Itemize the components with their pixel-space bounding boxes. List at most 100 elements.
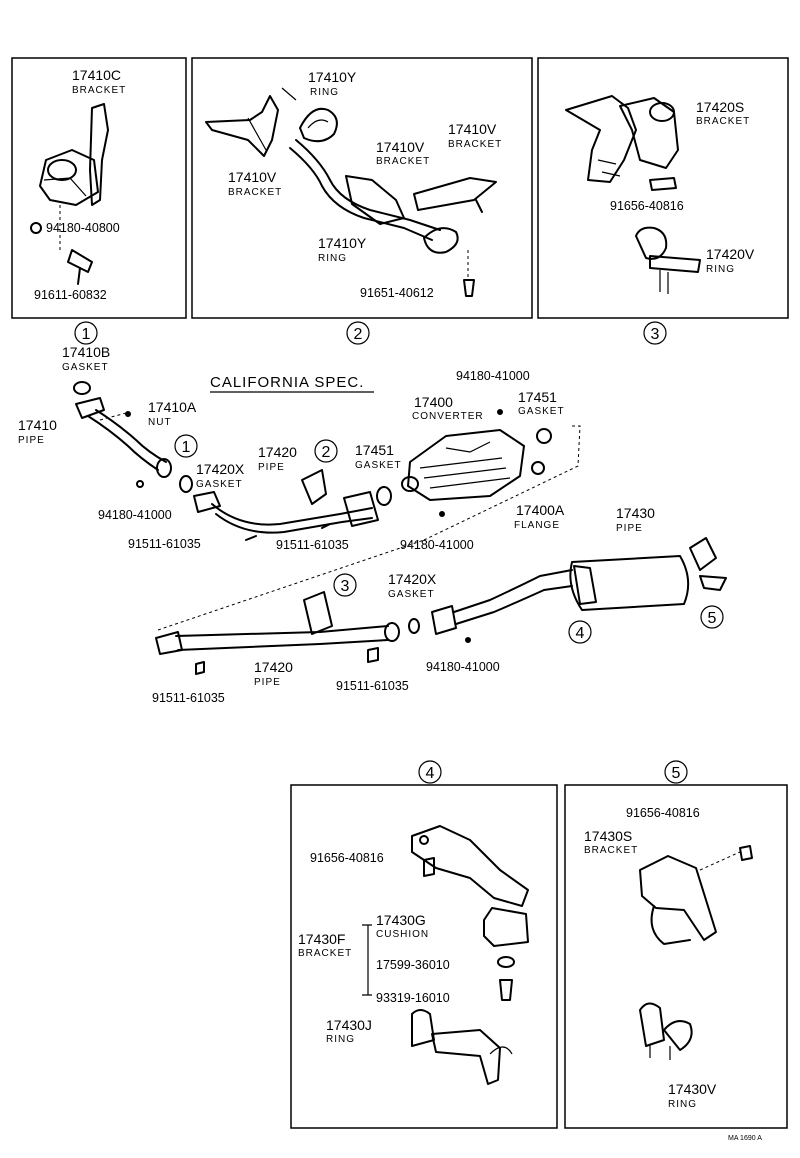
box5-part-number-3: 17430V [668, 1081, 717, 1097]
circle-marker-2-main: 2 [314, 439, 338, 463]
circle-marker-3-main: 3 [333, 573, 357, 597]
nut-17410a-number: 17410A [148, 399, 197, 415]
detail-box-2 [191, 57, 533, 319]
box3-part-number-1: 17420S [696, 99, 744, 115]
gasket-17420x-a-name: GASKET [196, 479, 243, 490]
detail-box-5 [564, 784, 788, 1129]
california-spec-title: CALIFORNIA SPEC. [210, 374, 364, 391]
gasket-17451-b-number: 17451 [518, 389, 557, 405]
box2-part-number-1: 17410Y [308, 69, 357, 85]
box2-part-name-4: BRACKET [228, 187, 282, 198]
box5-part-number-2: 17430S [584, 828, 632, 844]
tail-pipe-muffler-17430-drawing [431, 537, 727, 643]
center-pipe-17420-drawing [155, 591, 420, 675]
box1-part-name-1: BRACKET [72, 85, 126, 96]
svg-text:2: 2 [354, 326, 363, 343]
gasket-17410b-number: 17410B [62, 344, 110, 360]
box1-part-number-2: 94180-40800 [46, 221, 120, 235]
nut-17410a-name: NUT [148, 417, 172, 428]
box4-part-number-6: 17430J [326, 1017, 372, 1033]
flange-17400a-name: FLANGE [514, 520, 560, 531]
svg-text:3: 3 [341, 578, 350, 595]
front-pipe-17420-drawing [193, 469, 392, 541]
flange-17400a-number: 17400A [516, 502, 565, 518]
bolt-91511-61035-d: 91511-61035 [336, 679, 409, 693]
box2-part-number-3: 17410V [376, 139, 425, 155]
detail-box-1 [11, 57, 187, 319]
svg-text:1: 1 [82, 326, 91, 343]
circle-marker-1-top: 1 [74, 321, 98, 345]
converter-17400-number: 17400 [414, 394, 453, 410]
gasket-17451-a-number: 17451 [355, 442, 394, 458]
svg-text:1: 1 [182, 439, 191, 456]
pipe-17430-name: PIPE [616, 523, 643, 534]
circle-marker-4-main: 4 [568, 620, 592, 644]
box2-part-number-5: 17410Y [318, 235, 367, 251]
box4-part-name-2: CUSHION [376, 929, 429, 940]
circle-marker-3-top: 3 [643, 321, 667, 345]
nut-94180-41000-a: 94180-41000 [98, 508, 172, 522]
box1-part-number-3: 91611-60832 [34, 288, 107, 302]
svg-text:3: 3 [651, 326, 660, 343]
box2-part-name-5: RING [318, 253, 347, 264]
pipe-17430-number: 17430 [616, 505, 655, 521]
box3-part-number-2: 91656-40816 [610, 199, 684, 213]
svg-text:4: 4 [426, 765, 435, 782]
nut-94180-41000-b: 94180-41000 [456, 369, 530, 383]
exhaust-pipe-17410-drawing [73, 381, 193, 493]
gasket-17451-a-name: GASKET [355, 460, 402, 471]
bolt-91511-61035-b: 91511-61035 [276, 538, 349, 552]
box3-part-name-3: RING [706, 264, 735, 275]
svg-text:2: 2 [322, 444, 331, 461]
box2-part-name-1: RING [310, 87, 339, 98]
detail-box-4 [290, 784, 558, 1129]
bracket-17430f-drawing [411, 825, 529, 1085]
gasket-17451-b-name: GASKET [518, 406, 565, 417]
gasket-17410b-name: GASKET [62, 362, 109, 373]
box3-part-number-3: 17420V [706, 246, 755, 262]
footer-code: MA 1690 A [728, 1135, 762, 1142]
bolt-91511-61035-c: 91511-61035 [152, 691, 225, 705]
catalytic-converter-17400-drawing [401, 409, 552, 517]
guide-line-3 [423, 425, 581, 541]
bracket-17420s-drawing [565, 95, 701, 294]
bracket-17430f-callout [362, 924, 372, 996]
bolt-91511-61035-a: 91511-61035 [128, 537, 201, 551]
svg-text:4: 4 [576, 625, 585, 642]
bracket-ring-assembly-drawing [205, 87, 497, 297]
box2-part-name-3: BRACKET [376, 156, 430, 167]
box1-part-number-1: 17410C [72, 67, 121, 83]
box3-part-name-1: BRACKET [696, 116, 750, 127]
box4-part-number-3: 17430F [298, 931, 345, 947]
box4-part-name-3: BRACKET [298, 948, 352, 959]
box4-part-number-5: 93319-16010 [376, 991, 450, 1005]
circle-marker-4-bottom: 4 [418, 760, 442, 784]
circle-marker-5-bottom: 5 [664, 760, 688, 784]
box5-part-number-1: 91656-40816 [626, 806, 700, 820]
pipe-17410-number: 17410 [18, 417, 57, 433]
box4-part-number-4: 17599-36010 [376, 958, 450, 972]
guide-line-1 [99, 411, 131, 421]
gasket-17420x-b-name: GASKET [388, 589, 435, 600]
box2-part-number-2: 17410V [448, 121, 497, 137]
converter-17400-name: CONVERTER [412, 411, 484, 422]
guide-line-2 [157, 539, 425, 631]
nut-94180-41000-d: 94180-41000 [426, 660, 500, 674]
pipe-17420-b-number: 17420 [254, 659, 293, 675]
gasket-17420x-a-number: 17420X [196, 461, 245, 477]
pipe-17420-a-number: 17420 [258, 444, 297, 460]
detail-box-3 [537, 57, 789, 319]
bracket-17430s-drawing [639, 845, 753, 1060]
circle-marker-1-main: 1 [174, 434, 198, 458]
box4-part-number-1: 91656-40816 [310, 851, 384, 865]
nut-94180-41000-c: 94180-41000 [400, 538, 474, 552]
svg-text:5: 5 [672, 765, 681, 782]
box5-part-name-3: RING [668, 1099, 697, 1110]
box4-part-name-6: RING [326, 1034, 355, 1045]
box4-part-number-2: 17430G [376, 912, 426, 928]
svg-text:5: 5 [708, 610, 717, 627]
gasket-17420x-b-number: 17420X [388, 571, 437, 587]
box2-part-number-4: 17410V [228, 169, 277, 185]
box5-part-name-2: BRACKET [584, 845, 638, 856]
